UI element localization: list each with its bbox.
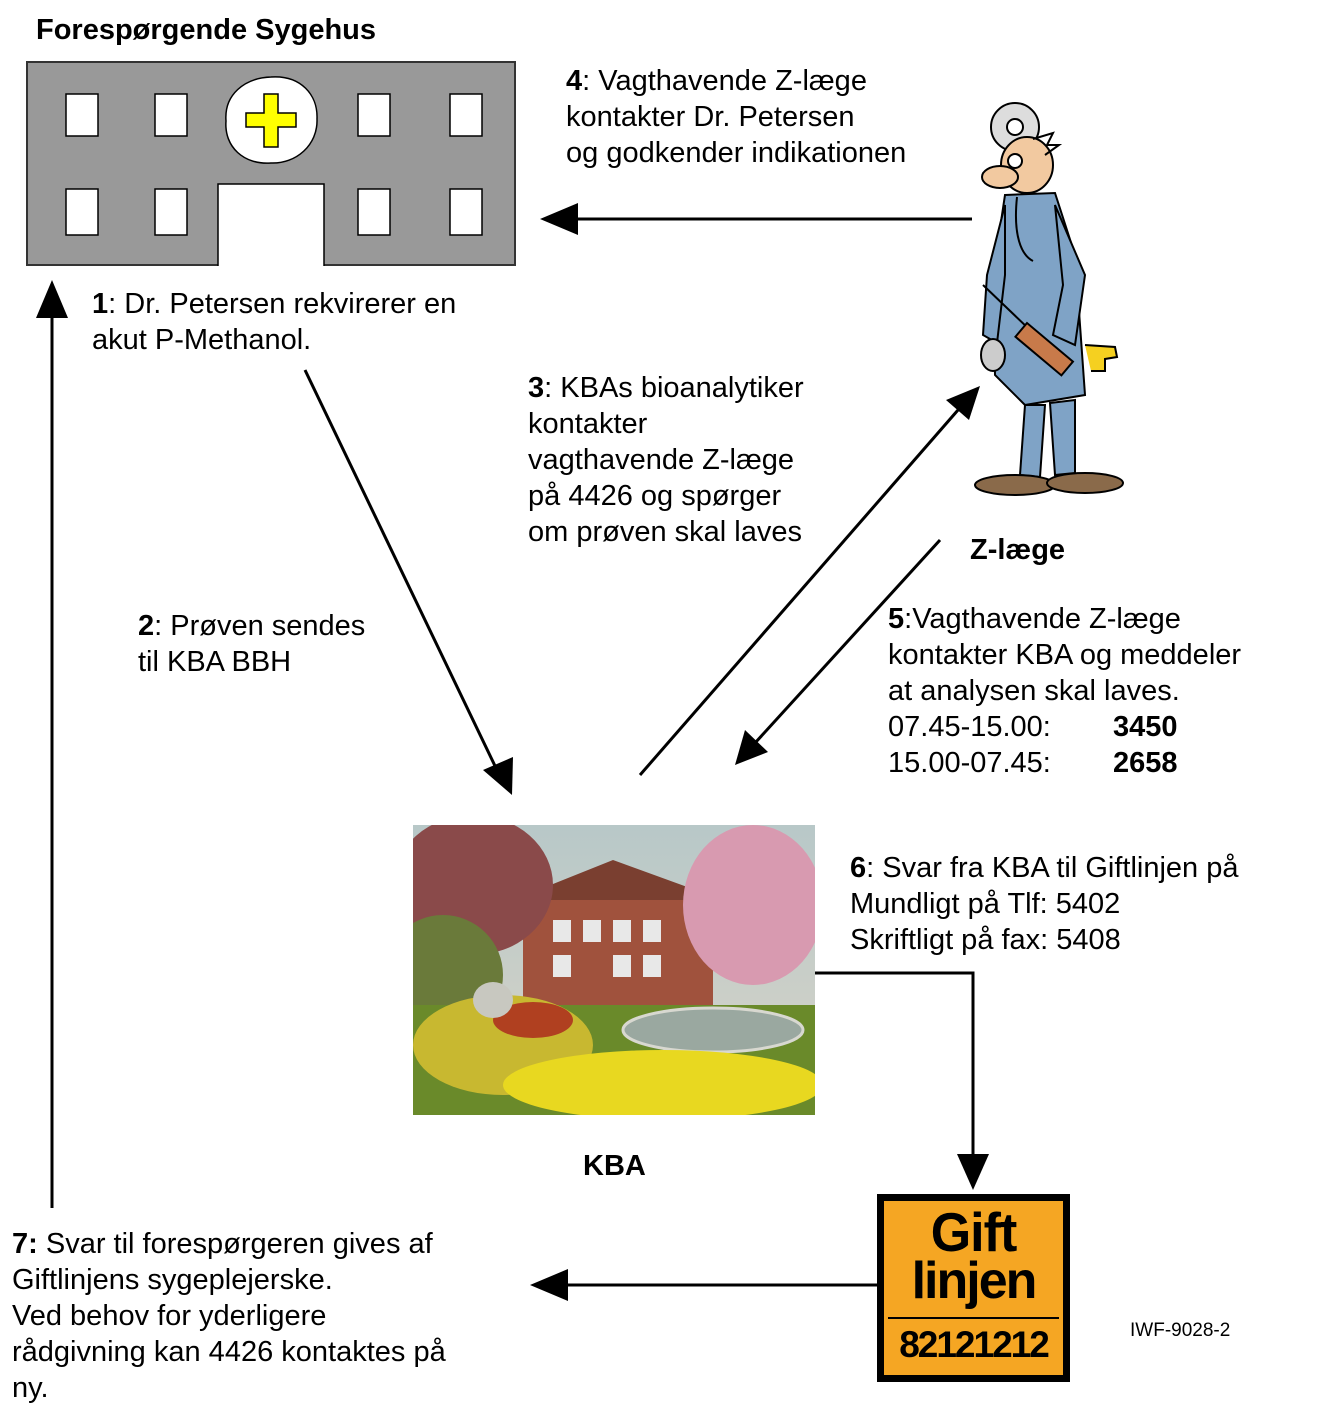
step-6-line-1: : Svar fra KBA til Giftlinjen på [866, 852, 1239, 884]
step-2-number: 2 [138, 610, 155, 642]
kba-photo [413, 825, 815, 1115]
arrow-3 [638, 409, 960, 776]
step-7-text: 7: Svar til forespørgeren gives af Giftl… [12, 1226, 446, 1406]
step-3-line-5: om prøven skal laves [528, 516, 802, 548]
arrow-4-head [540, 203, 578, 235]
kba-label: KBA [583, 1150, 646, 1182]
step-5-time-row-2: 15.00-07.45: 2658 [888, 745, 1241, 781]
zlaege-label: Z-læge [970, 534, 1066, 566]
step-4-number: 4 [566, 65, 583, 97]
step-7-line-5: ny. [12, 1372, 49, 1404]
step-4-line-3: og godkender indikationen [566, 137, 907, 169]
giftlinjen-word-1: Gift [930, 1202, 1018, 1264]
step-3-line-1: : KBAs bioanalytiker [544, 372, 804, 404]
step-5-time-row-1: 07.45-15.00: 3450 [888, 709, 1241, 745]
step-6-line-3: Skriftligt på fax: 5408 [850, 924, 1121, 956]
step-3-line-4: på 4426 og spørger [528, 480, 782, 512]
arrow-7-head [36, 280, 68, 318]
arrow-6 [815, 971, 975, 1158]
step-7-line-3: Ved behov for yderligere [12, 1300, 327, 1332]
giftlinjen-logo-face: Gift linjen 82121212 [884, 1201, 1063, 1375]
step-5-line-3: at analysen skal laves. [888, 675, 1180, 707]
step-1-number: 1 [92, 288, 109, 320]
step-1-line-1: : Dr. Petersen rekvirerer en [108, 288, 457, 320]
arrow-2 [303, 369, 498, 769]
step-6-text: 6: Svar fra KBA til Giftlinjen på Mundli… [850, 850, 1238, 958]
arrow-6-head [957, 1154, 989, 1190]
step-3-line-2: kontakter [528, 408, 648, 440]
hospital-building-drawing [65, 76, 483, 266]
step-2-text: 2: Prøven sendes til KBA BBH [138, 608, 365, 680]
giftlinjen-divider [888, 1317, 1059, 1319]
step-7-line-1: Svar til forespørgeren gives af [37, 1228, 433, 1260]
arrow-5 [753, 538, 942, 745]
step-2-line-2: til KBA BBH [138, 646, 292, 678]
step-4-line-1: : Vagthavende Z-læge [582, 65, 867, 97]
hospital-title: Forespørgende Sygehus [36, 14, 377, 46]
step-5-line-1: :Vagthavende Z-læge [904, 603, 1181, 635]
time-range: 07.45-15.00: [888, 711, 1051, 743]
giftlinjen-phone: 82121212 [899, 1324, 1050, 1365]
step-3-line-3: vagthavende Z-læge [528, 444, 794, 476]
step-3-number: 3 [528, 372, 545, 404]
step-4-text: 4: Vagthavende Z-læge kontakter Dr. Pete… [566, 63, 906, 171]
arrow-2-head [483, 757, 513, 795]
step-5-text: 5:Vagthavende Z-læge kontakter KBA og me… [888, 601, 1241, 781]
step-6-line-2: Mundligt på Tlf: 5402 [850, 888, 1121, 920]
phone-number: 2658 [1113, 747, 1178, 779]
step-7-line-2: Giftlinjens sygeplejerske. [12, 1264, 333, 1296]
giftlinjen-word-2: linjen [911, 1252, 1038, 1310]
step-7-line-4: rådgivning kan 4426 kontaktes på [12, 1336, 446, 1368]
phone-number: 3450 [1113, 711, 1178, 743]
step-6-number: 6 [850, 852, 867, 884]
arrow-3-head [946, 386, 980, 420]
step-2-line-1: : Prøven sendes [154, 610, 366, 642]
giftlinjen-logo: Gift linjen 82121212 [877, 1194, 1070, 1382]
step-4-line-2: kontakter Dr. Petersen [566, 101, 855, 133]
arrow-5-head [735, 730, 768, 765]
doctor-illustration [974, 102, 1124, 496]
step-5-line-2: kontakter KBA og meddeler [888, 639, 1242, 671]
document-id: IWF-9028-2 [1130, 1320, 1231, 1341]
step-7-number: 7: [12, 1228, 38, 1260]
step-1-line-2: akut P-Methanol. [92, 324, 312, 356]
step-5-number: 5 [888, 603, 905, 635]
step-3-text: 3: KBAs bioanalytiker kontakter vagthave… [528, 370, 804, 550]
kba-photo-drawing [413, 825, 815, 1115]
hospital-building [26, 61, 516, 266]
time-range: 15.00-07.45: [888, 747, 1051, 779]
arrow-7-left-head [530, 1269, 568, 1301]
step-1-text: 1: Dr. Petersen rekvirerer en akut P-Met… [92, 286, 456, 358]
